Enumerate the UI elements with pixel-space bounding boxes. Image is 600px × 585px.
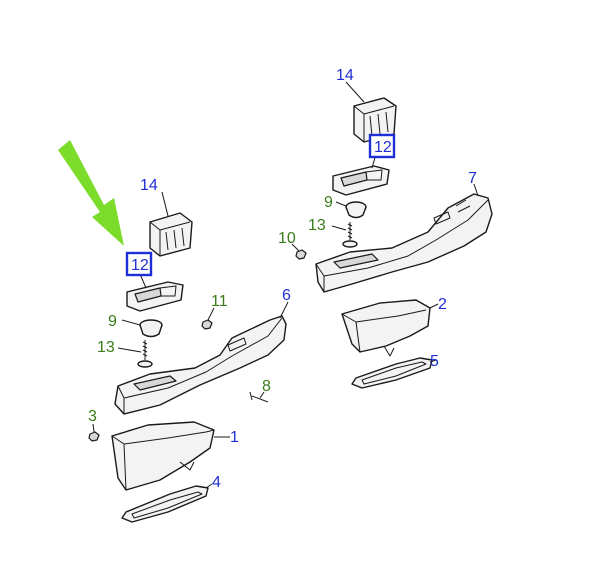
part-12-right [332, 153, 390, 196]
part-3-left [88, 423, 100, 442]
callout-9-right: 9 [324, 194, 333, 211]
callout-4-left: 4 [212, 474, 221, 491]
part-13-right [331, 222, 358, 248]
callout-14-left: 14 [140, 177, 158, 194]
part-11-left [201, 307, 215, 330]
callout-5-right: 5 [430, 353, 439, 370]
callout-11-left: 11 [211, 293, 228, 310]
callout-2-right: 2 [438, 296, 447, 313]
callout-12-right-box: 12 [368, 133, 396, 159]
part-7-right [315, 183, 493, 293]
callout-3-left: 3 [88, 408, 97, 425]
callout-12-left: 12 [131, 257, 149, 274]
green-pointer-arrow [58, 140, 124, 246]
part-2-right [341, 299, 439, 357]
part-14-left [149, 191, 193, 257]
part-13-left [117, 340, 153, 368]
part-1-left [111, 421, 230, 491]
part-14-right [345, 81, 397, 143]
part-12-left [126, 273, 184, 312]
part-9-left [121, 319, 163, 338]
callout-12-left-box: 12 [125, 251, 153, 277]
callout-10-right: 10 [278, 230, 296, 247]
part-6-left [114, 301, 289, 415]
callout-13-right: 13 [308, 217, 326, 234]
part-8-left [249, 391, 269, 403]
part-9-right [335, 201, 367, 219]
part-10-right [291, 243, 307, 260]
callout-9-left: 9 [108, 313, 117, 330]
part-4-left [121, 483, 213, 523]
callout-1-left: 1 [230, 429, 239, 446]
callout-6-left: 6 [282, 287, 291, 304]
callout-7-right: 7 [468, 170, 477, 187]
callout-13-left: 13 [97, 339, 115, 356]
callout-12-right: 12 [374, 139, 392, 156]
callout-14-right: 14 [336, 67, 354, 84]
part-5-right [351, 357, 437, 389]
callout-8-left: 8 [262, 378, 271, 395]
